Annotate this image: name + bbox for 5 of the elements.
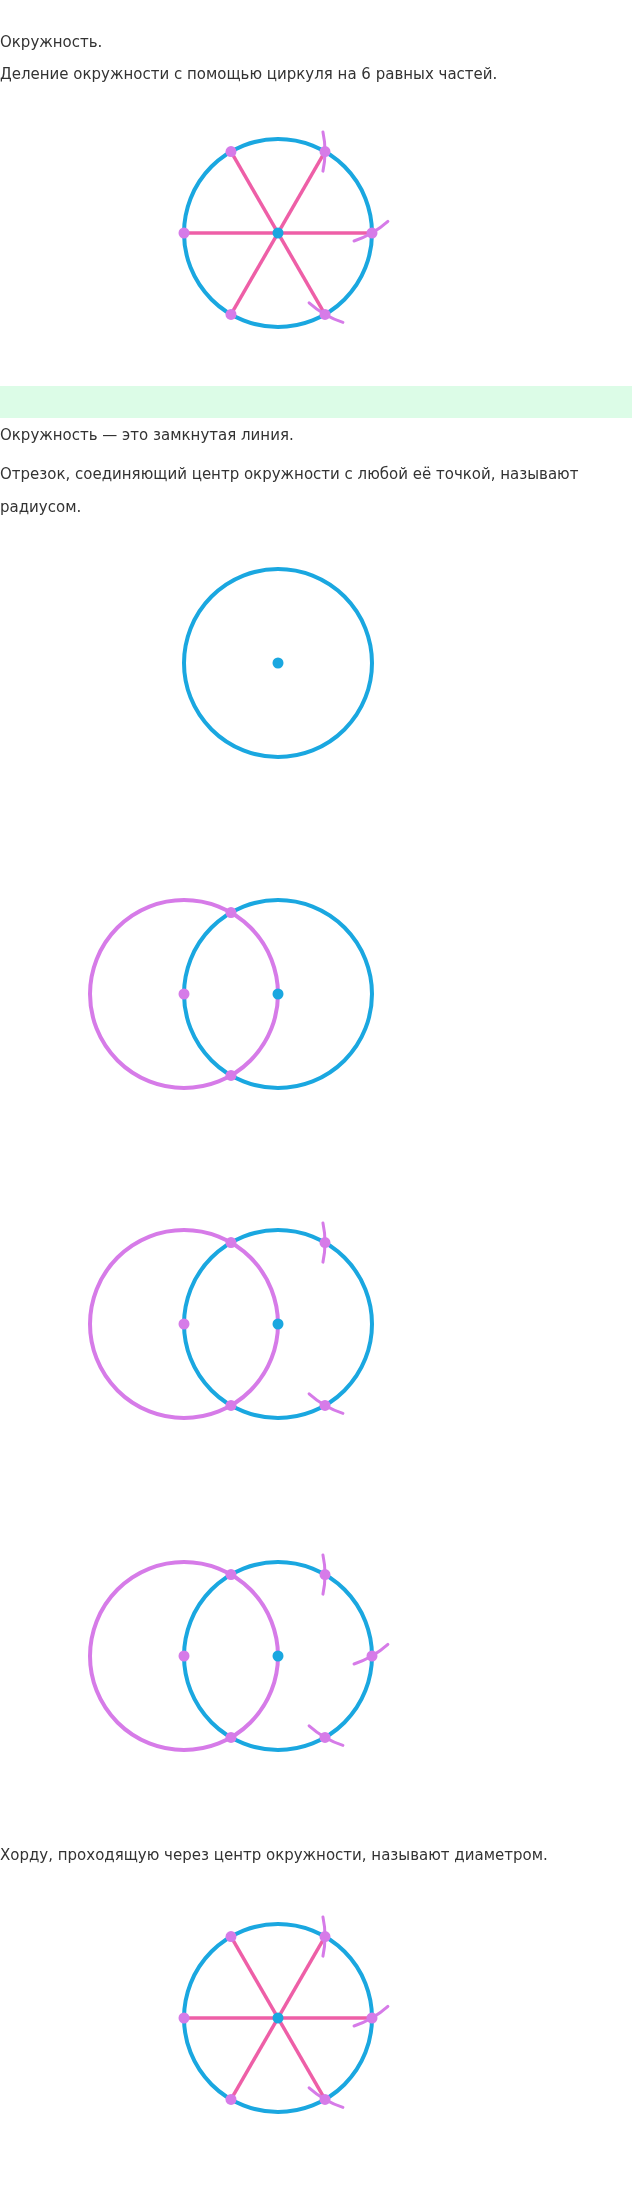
text-line: Отрезок, соединяющий центр окружности с любой её точкой, называют радиусом. bbox=[0, 464, 580, 518]
text-line: Хорду, проходящую через центр окружности, называют диаметром. bbox=[0, 1845, 548, 1865]
text-line: Деление окружности с помощью циркуля на 6 равных частей. bbox=[0, 64, 498, 84]
text-line: Окружность — это замкнутая линия. bbox=[0, 425, 294, 445]
heading: Окружность. bbox=[0, 32, 103, 52]
